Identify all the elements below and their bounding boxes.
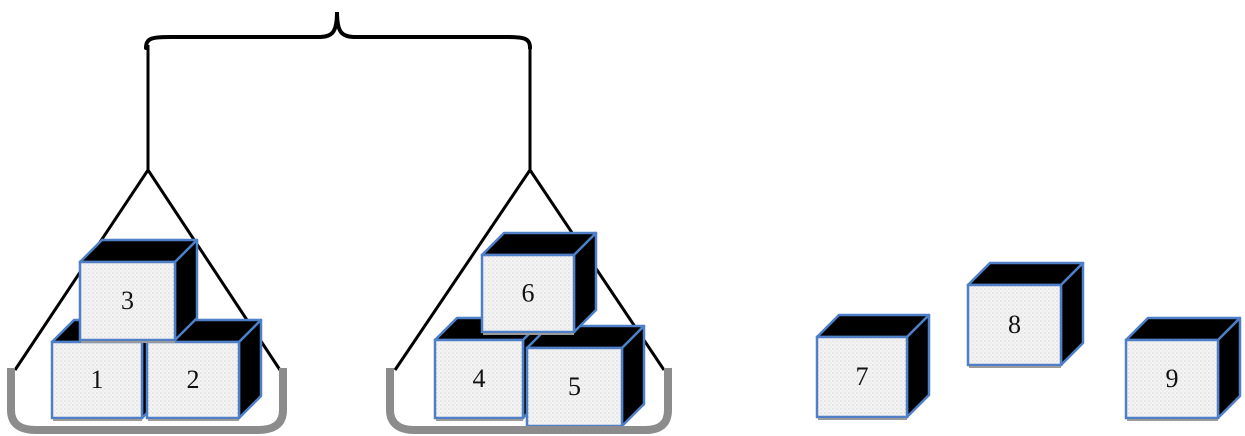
cube-8-front-face xyxy=(966,283,1063,367)
cube-6-label: 6 xyxy=(522,278,535,307)
cube-4-label: 4 xyxy=(473,364,486,393)
cube-1-label: 1 xyxy=(91,365,104,394)
cube-5: 5 xyxy=(525,324,646,429)
left-pan xyxy=(7,368,287,434)
cube-7: 7 xyxy=(815,313,931,420)
cube-6: 6 xyxy=(480,231,598,335)
right-pan xyxy=(386,368,672,434)
cube-3-front-face xyxy=(78,260,177,342)
cube-2-front-face xyxy=(145,340,241,420)
cube-2-label: 2 xyxy=(187,365,200,394)
cube-7-label: 7 xyxy=(856,362,869,391)
cube-9: 9 xyxy=(1124,316,1242,421)
right-pan-rope-left xyxy=(393,169,532,371)
cube-5-label: 5 xyxy=(568,372,581,401)
balance-beam xyxy=(144,11,532,50)
cube-9-front-face xyxy=(1124,338,1220,420)
cube-8-label: 8 xyxy=(1008,310,1021,339)
cube-7-front-face xyxy=(815,335,909,419)
cube-3-label: 3 xyxy=(121,286,134,315)
cube-2: 2 xyxy=(145,318,263,421)
cube-6-front-face xyxy=(480,253,576,334)
cube-3: 3 xyxy=(78,238,199,343)
cube-8: 8 xyxy=(966,261,1085,368)
cube-4-front-face xyxy=(433,338,525,420)
cube-9-label: 9 xyxy=(1166,364,1179,393)
cube-1-front-face xyxy=(50,340,144,420)
